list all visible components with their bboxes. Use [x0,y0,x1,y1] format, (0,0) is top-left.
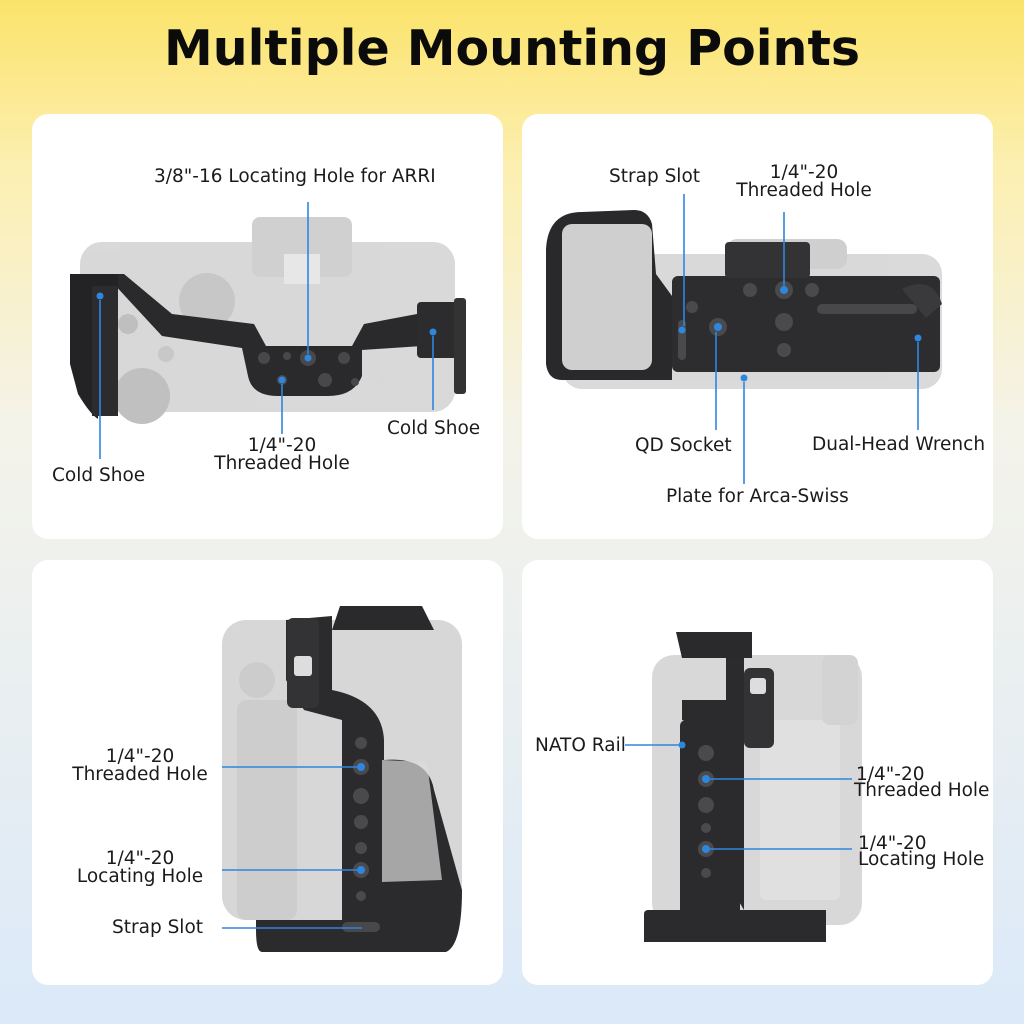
label-threaded-hole-l2: Threaded Hole [214,453,350,474]
label-locating-hole-left-l2: Locating Hole [76,866,204,887]
label-cold-shoe-left: Cold Shoe [52,465,146,486]
top-handle [332,606,434,630]
label-locating-hole-right-l1: 1/4"-20 [858,833,927,854]
label-threaded-hole-bottom-l2: Threaded Hole [736,180,872,201]
label-arri-locating-hole: 3/8"-16 Locating Hole for ARRI [154,166,436,187]
label-threaded-hole-left-l2: Threaded Hole [72,764,208,785]
top-view-illustration [70,202,466,459]
label-strap-slot-side: Strap Slot [112,917,204,938]
label-arca-swiss-plate: Plate for Arca-Swiss [666,486,849,507]
page-title: Multiple Mounting Points [163,20,861,77]
label-cold-shoe-right: Cold Shoe [387,418,481,439]
label-strap-slot-bottom: Strap Slot [609,166,701,187]
right-cold-shoe [417,302,463,358]
panel-top-view: 3/8"-16 Locating Hole for ARRI 1/4"-20 T… [32,114,503,539]
label-locating-hole-right-l2: Locating Hole [858,849,985,870]
label-nato-rail: NATO Rail [535,735,626,756]
cage-base-plate [672,276,940,372]
side-right-illustration [625,632,862,942]
panel-bottom-view: Strap Slot 1/4"-20 Threaded Hole QD Sock… [522,114,993,539]
side-left-illustration [222,606,462,952]
bottom-view-illustration [546,194,942,484]
label-threaded-hole-left-l1: 1/4"-20 [105,746,175,767]
label-threaded-hole-right-l1: 1/4"-20 [856,764,925,785]
cage-top-plate [78,274,452,396]
label-threaded-hole-bottom-l1: 1/4"-20 [769,162,839,183]
top-handle-right [676,632,752,658]
label-dual-head-wrench: Dual-Head Wrench [812,434,986,455]
panel-side-view-right: NATO Rail 1/4"-20 Threaded Hole 1/4"-20 … [522,560,993,985]
label-locating-hole-left-l1: 1/4"-20 [105,848,175,869]
label-threaded-hole-right-l2: Threaded Hole [854,780,990,801]
label-threaded-hole-l1: 1/4"-20 [247,435,317,456]
panel-side-view-left: 1/4"-20 Threaded Hole 1/4"-20 Locating H… [32,560,503,985]
label-qd-socket: QD Socket [635,435,732,456]
